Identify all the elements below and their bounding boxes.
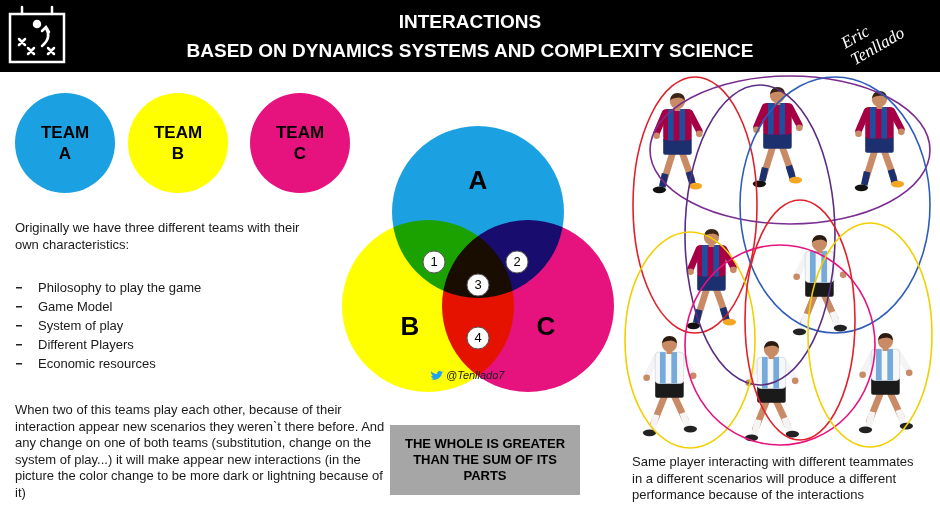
venn-circle: C — [442, 220, 614, 392]
graphic-part — [42, 28, 48, 46]
callout-number: 3 — [474, 277, 481, 293]
team-circle-shape — [250, 93, 350, 193]
tactics-board-icon — [10, 7, 64, 62]
graphic-part — [16, 306, 22, 308]
graphic-part — [42, 27, 49, 32]
diagram-title: INTERACTIONS — [0, 11, 940, 33]
list-item: Economic resources — [38, 355, 318, 372]
team-circle-text: TEAM C — [270, 122, 330, 164]
graphic-part — [808, 223, 932, 447]
graphic-part — [10, 14, 64, 62]
team-circle-text: TEAM A — [35, 122, 95, 164]
callout-circle: 3 — [466, 273, 490, 297]
callout-circle: 2 — [505, 250, 529, 274]
player-figure — [643, 336, 697, 436]
graphic-part — [48, 48, 54, 54]
graphic-part — [16, 325, 22, 327]
team-circle-fill — [128, 93, 228, 193]
team-circle: TEAM A — [15, 93, 115, 193]
graphic-part — [21, 7, 24, 14]
intro-text: Originally we have three different teams… — [15, 219, 325, 253]
venn-circle-text: C — [537, 310, 556, 343]
subtitle: BASED ON DYNAMICS SYSTEMS AND COMPLEXITY… — [0, 40, 940, 62]
callout-circle-fill — [423, 251, 445, 273]
graphic-part — [740, 77, 930, 333]
twitter-handle: @Tenllado7 — [446, 369, 504, 382]
explanation-text: When two of this teams play each other, … — [15, 402, 391, 501]
graphic-part — [685, 85, 835, 385]
list-item: Game Model — [38, 298, 318, 315]
team-circle-shape — [128, 93, 228, 193]
graphic-part — [51, 7, 54, 14]
list-dashes — [16, 287, 22, 365]
twitter-bird — [430, 370, 444, 382]
quote-box-text: THE WHOLE IS GREATER THAN THE SUM OF ITS… — [396, 436, 574, 484]
team-circle-fill — [250, 93, 350, 193]
graphic-part — [745, 200, 855, 440]
interaction-ellipses — [625, 76, 932, 448]
team-circle: TEAM B — [128, 93, 228, 193]
venn-circle-shape — [442, 220, 614, 392]
graphic-part — [19, 39, 25, 45]
callout-number: 1 — [430, 254, 437, 270]
graphic-part — [16, 344, 22, 346]
graphic-part — [16, 287, 22, 289]
team-circle-fill — [15, 93, 115, 193]
team-circle: TEAM C — [250, 93, 350, 193]
list-item: Different Players — [38, 336, 318, 353]
venn-circle-fill — [442, 220, 614, 392]
list-item: Philosophy to play the game — [38, 279, 318, 296]
callout-circle: 4 — [466, 326, 490, 350]
player-figure — [859, 333, 913, 433]
player-figure — [855, 91, 905, 191]
graphic-part — [685, 245, 875, 445]
team-circle-shape — [15, 93, 115, 193]
callout-number: 2 — [513, 254, 520, 270]
players-note: Same player interacting with different t… — [632, 454, 924, 504]
graphic-part — [28, 48, 34, 54]
callout-circle-fill — [467, 327, 489, 349]
team-circle-text: TEAM B — [148, 122, 208, 164]
quote-box: THE WHOLE IS GREATER THAN THE SUM OF ITS… — [390, 425, 580, 495]
callout-circle-fill — [467, 274, 489, 296]
graphic-part — [625, 232, 755, 448]
player-figure — [793, 235, 847, 335]
callout-number: 4 — [474, 330, 481, 346]
player-figure — [745, 341, 799, 441]
callout-circle: 1 — [422, 250, 446, 274]
venn-circle-text: A — [469, 164, 488, 197]
player-figure — [687, 229, 737, 329]
header-bar — [0, 0, 940, 72]
graphic-part — [34, 21, 40, 27]
callout-circle-fill — [506, 251, 528, 273]
list-item: System of play — [38, 317, 318, 334]
graphic-part — [16, 363, 22, 365]
venn-circle-text: B — [401, 310, 420, 343]
